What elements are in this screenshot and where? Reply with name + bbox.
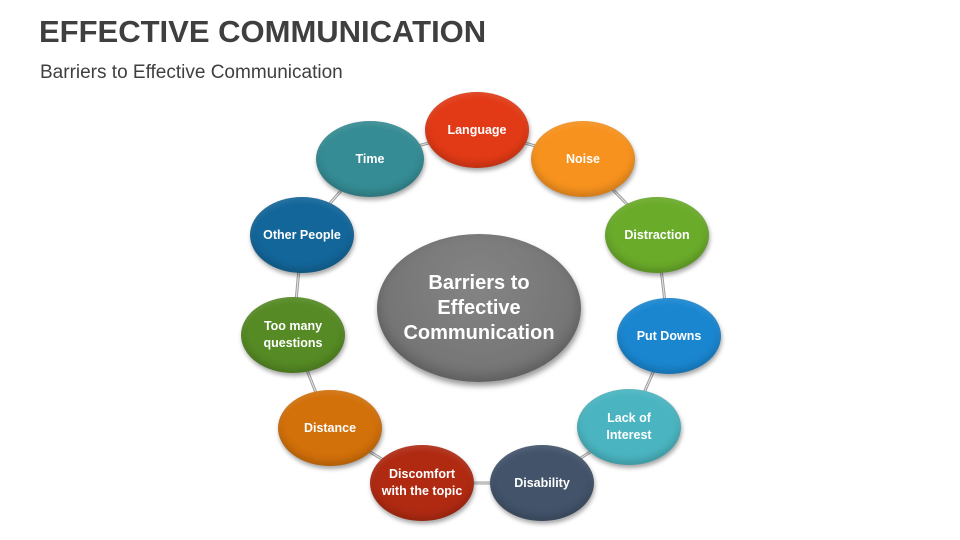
node-label: Distraction	[624, 227, 690, 242]
page-title: EFFECTIVE COMMUNICATION	[39, 14, 487, 49]
node-distraction: Distraction	[605, 197, 709, 273]
node-label: Discomfort with the topic	[381, 467, 463, 498]
page-subtitle: Barriers to Effective Communication	[40, 62, 343, 83]
node-distance: Distance	[278, 390, 382, 466]
node-put-downs: Put Downs	[617, 298, 721, 374]
node-other-people: Other People	[250, 197, 354, 273]
node-label: Disability	[514, 475, 570, 490]
node-time: Time	[316, 121, 424, 197]
node-noise: Noise	[531, 121, 635, 197]
node-too-many-questions: Too many questions	[241, 297, 345, 373]
node-label: Time	[355, 151, 385, 166]
node-disability: Disability	[490, 445, 594, 521]
node-language: Language	[425, 92, 529, 168]
center-node: Barriers to Effective Communication	[377, 234, 581, 382]
node-label: Lack of Interest	[606, 411, 652, 442]
node-label: Too many questions	[263, 319, 323, 350]
node-discomfort: Discomfort with the topic	[370, 445, 474, 521]
node-lack-of-interest: Lack of Interest	[577, 389, 681, 465]
center-node-label: Barriers to Effective Communication	[403, 271, 555, 344]
node-label: Put Downs	[636, 328, 702, 343]
node-label: Language	[447, 122, 507, 137]
node-label: Noise	[565, 151, 601, 166]
node-label: Distance	[303, 420, 357, 435]
node-label: Other People	[263, 227, 341, 242]
